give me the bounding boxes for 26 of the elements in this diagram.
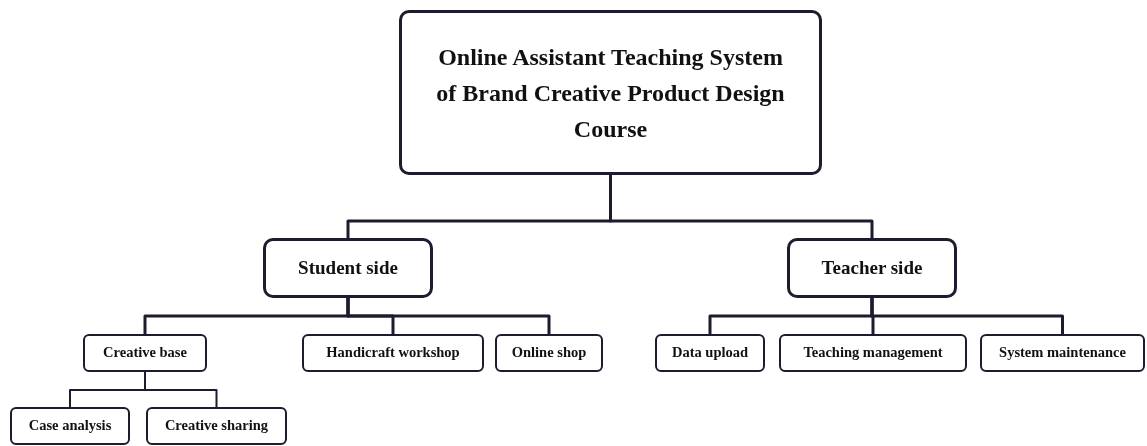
node-label: Student side [298, 256, 398, 280]
title-box [399, 10, 822, 175]
category-box [779, 334, 967, 372]
node-label: Online shop [511, 344, 587, 362]
node-label: System maintenance [999, 344, 1126, 362]
connector-line [144, 371, 218, 408]
node-label: Case analysis [28, 417, 112, 435]
category-box [655, 334, 765, 372]
category-box [302, 334, 484, 372]
node-label: Handicraft workshop [326, 344, 460, 362]
category-box [980, 334, 1145, 372]
category-box [495, 334, 603, 372]
category-box [146, 407, 287, 445]
category-box [83, 334, 207, 372]
connector-line [346, 298, 551, 334]
category-box [10, 407, 130, 445]
node-label: Online Assistant Teaching System of Brand Creative Product Design Course [435, 42, 786, 144]
connector-line [609, 175, 874, 238]
node-label: Teacher side [821, 256, 923, 280]
category-box [787, 238, 957, 298]
node-label: Creative sharing [164, 417, 269, 435]
node-label: Data upload [671, 344, 749, 362]
node-label: Creative base [103, 344, 187, 362]
node-label: Teaching management [803, 344, 943, 362]
category-box [263, 238, 433, 298]
connector-line [870, 298, 1064, 334]
